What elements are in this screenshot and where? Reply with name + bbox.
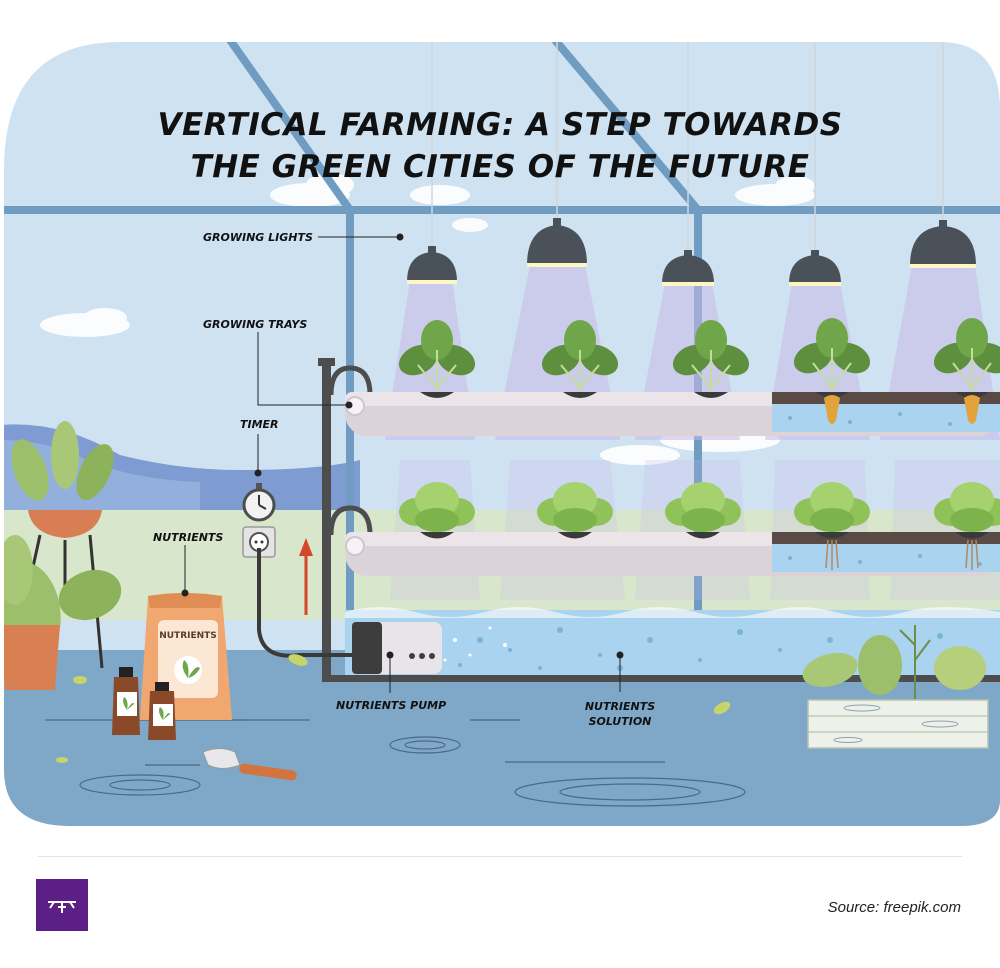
support-post	[322, 360, 331, 682]
pipe-hooks	[328, 365, 373, 536]
spinach-2	[541, 320, 619, 398]
lettuce-4	[794, 482, 870, 570]
timer-device	[242, 483, 276, 522]
garden-trowel	[202, 748, 297, 781]
spinach-1	[398, 320, 476, 398]
power-cable	[257, 548, 355, 658]
planter-box	[802, 625, 989, 749]
tank-base	[322, 675, 1000, 682]
clouds	[40, 173, 815, 465]
upper-growing-tray	[345, 392, 1000, 436]
spinach-5	[933, 318, 1000, 424]
lamp-3	[662, 42, 714, 286]
floor-potted-plant	[4, 535, 122, 690]
leader-dot	[396, 233, 404, 241]
bag-label: NUTRIENTS	[159, 631, 217, 641]
label-nutrients-solution-line-2: SOLUTION	[588, 715, 652, 728]
water-bubbles	[458, 627, 943, 671]
nutrient-bottle-2	[148, 682, 176, 740]
nutrients-pump	[352, 622, 442, 674]
brand-logo-icon	[48, 901, 76, 913]
page-title: VERTICAL FARMING: A STEP TOWARDS THE GRE…	[0, 104, 1000, 188]
lettuce-1	[399, 482, 475, 539]
label-nutrients-solution: NUTRIENTS SOLUTION	[575, 699, 665, 729]
footer-divider	[38, 856, 962, 857]
lamp-1	[407, 42, 457, 284]
source-credit: Source: freepik.com	[827, 899, 961, 916]
growing-lights	[407, 42, 976, 286]
lower-growing-tray	[345, 532, 1000, 576]
label-nutrients-pump: NUTRIENTS PUMP	[336, 699, 447, 712]
nutrient-bottle-1	[112, 667, 140, 735]
spinach-3	[672, 320, 750, 398]
upper-plants	[398, 318, 1000, 424]
label-leaders	[181, 233, 624, 693]
title-line-1: VERTICAL FARMING: A STEP TOWARDS	[157, 107, 843, 143]
title-line-2: THE GREEN CITIES OF THE FUTURE	[190, 149, 810, 185]
hanging-potted-plant	[11, 421, 114, 669]
label-growing-lights: GROWING LIGHTS	[203, 231, 313, 244]
fallen-leaves	[56, 654, 731, 763]
lamp-4	[789, 42, 841, 286]
spinach-4	[793, 318, 871, 424]
lettuce-5	[934, 482, 1000, 570]
brand-logo	[36, 879, 88, 931]
label-nutrients-solution-line-1: NUTRIENTS	[584, 700, 656, 713]
label-timer: TIMER	[240, 418, 279, 431]
lamp-5	[910, 42, 976, 268]
lettuce-3	[665, 482, 741, 539]
label-growing-trays: GROWING TRAYS	[203, 318, 308, 331]
label-nutrients: NUTRIENTS	[153, 531, 224, 544]
lamp-2	[527, 42, 587, 267]
lower-plants	[399, 482, 1000, 570]
water-sparkles	[443, 626, 507, 662]
flow-arrow	[299, 538, 313, 615]
lettuce-2	[537, 482, 613, 539]
